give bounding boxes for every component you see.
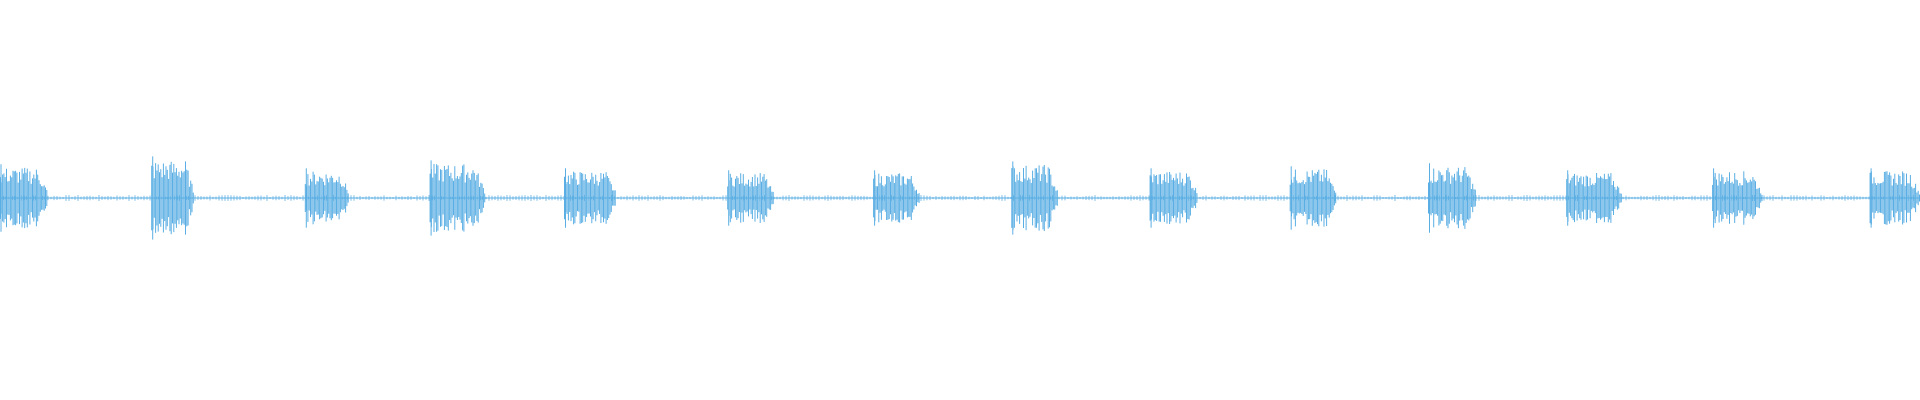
waveform-bursts bbox=[0, 156, 1920, 240]
